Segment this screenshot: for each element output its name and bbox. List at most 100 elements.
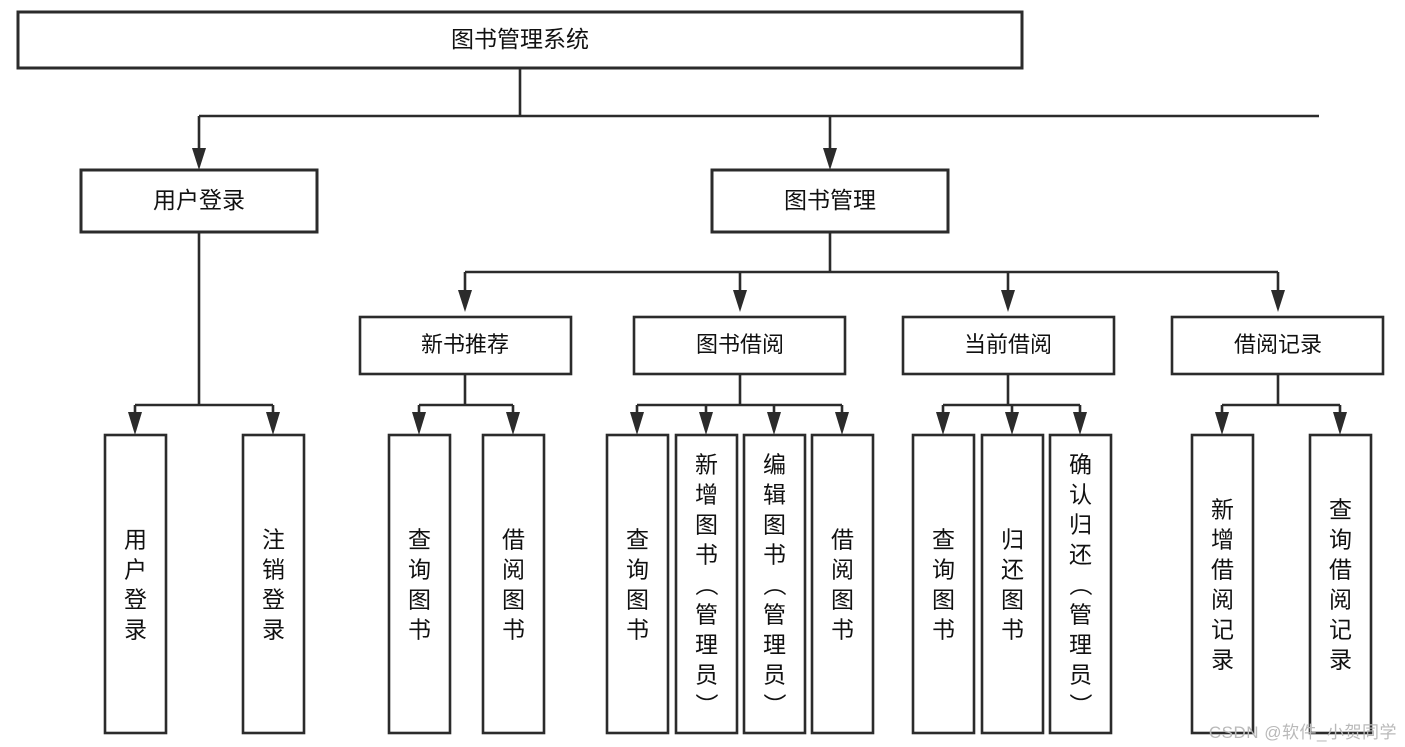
svg-text:图: 图: [626, 586, 649, 612]
leaf-query-record[interactable]: [1308, 433, 1373, 735]
svg-text:录: 录: [262, 616, 285, 642]
leaf-return-book[interactable]: [980, 433, 1045, 735]
svg-text:还: 还: [1001, 556, 1024, 582]
svg-text:借: 借: [1211, 556, 1234, 582]
leaf-confirm-return[interactable]: [1048, 433, 1113, 735]
connector-newbook-to-leaves: [412, 375, 520, 435]
svg-text:录: 录: [1211, 646, 1234, 672]
connector-currentborrow-to-leaves: [936, 375, 1087, 435]
node-current-borrow[interactable]: 当前借阅: [901, 315, 1116, 376]
svg-text:用: 用: [124, 526, 147, 552]
svg-text:确: 确: [1069, 451, 1092, 477]
svg-text:图: 图: [932, 586, 955, 612]
svg-text:辑: 辑: [763, 481, 786, 507]
svg-text:书: 书: [831, 616, 854, 642]
leaf-add-book[interactable]: [674, 433, 739, 735]
svg-text:员: 员: [695, 661, 718, 687]
node-borrow-record-label: 借阅记录: [1234, 332, 1322, 357]
svg-text:书: 书: [932, 616, 955, 642]
node-book-borrow-label: 图书借阅: [696, 332, 784, 357]
svg-text:还: 还: [1069, 541, 1092, 567]
svg-text:）: ）: [694, 693, 720, 716]
svg-text:书: 书: [695, 541, 718, 567]
svg-text:查: 查: [1329, 496, 1352, 522]
svg-text:阅: 阅: [1329, 586, 1352, 612]
leaf-borrow-book-1[interactable]: [481, 433, 546, 735]
node-borrow-record[interactable]: 借阅记录: [1170, 315, 1385, 376]
svg-text:记: 记: [1329, 616, 1352, 642]
svg-text:新: 新: [1211, 496, 1234, 522]
connector-bookmgmt-to-level3: [458, 232, 1285, 312]
svg-text:阅: 阅: [1211, 586, 1234, 612]
connector-borrowrecord-to-leaves: [1215, 375, 1347, 435]
leaf-logout-login[interactable]: [241, 433, 306, 735]
leaf-query-book-3[interactable]: [911, 433, 976, 735]
connector-root-to-level2: [192, 68, 1319, 170]
svg-text:查: 查: [408, 526, 431, 552]
svg-text:增: 增: [1211, 526, 1234, 552]
svg-text:员: 员: [1069, 661, 1092, 687]
svg-text:书: 书: [763, 541, 786, 567]
node-book-management[interactable]: 图书管理: [710, 168, 950, 234]
leaf-add-record[interactable]: [1190, 433, 1255, 735]
node-new-book-recommend[interactable]: 新书推荐: [358, 315, 573, 376]
leaf-label-layer: 用户登录注销登录查询图书借阅图书查询图书新增图书（管理员）编辑图书（管理员）借阅…: [124, 451, 1352, 716]
node-root[interactable]: 图书管理系统: [16, 10, 1024, 70]
leaf-borrow-book-2[interactable]: [810, 433, 875, 735]
svg-text:图: 图: [502, 586, 525, 612]
svg-text:注: 注: [262, 526, 285, 552]
svg-text:管: 管: [1069, 601, 1092, 627]
svg-text:阅: 阅: [502, 556, 525, 582]
svg-text:书: 书: [1001, 616, 1024, 642]
node-root-label: 图书管理系统: [451, 26, 589, 52]
svg-text:记: 记: [1211, 616, 1234, 642]
svg-text:认: 认: [1069, 481, 1092, 507]
svg-text:图: 图: [831, 586, 854, 612]
svg-text:询: 询: [626, 556, 649, 582]
svg-text:书: 书: [626, 616, 649, 642]
node-book-borrow[interactable]: 图书借阅: [632, 315, 847, 376]
svg-text:图: 图: [1001, 586, 1024, 612]
node-book-management-label: 图书管理: [784, 187, 876, 213]
svg-text:（: （: [762, 573, 788, 596]
svg-text:登: 登: [262, 586, 285, 612]
svg-text:归: 归: [1001, 526, 1024, 552]
svg-text:（: （: [1068, 573, 1094, 596]
csdn-watermark: CSDN @软件_小贺同学: [1208, 723, 1397, 742]
svg-text:借: 借: [831, 526, 854, 552]
leaf-query-book-1[interactable]: [387, 433, 452, 735]
svg-text:）: ）: [1068, 693, 1094, 716]
connector-userlogin-to-leaves: [128, 232, 280, 435]
leaf-query-book-2[interactable]: [605, 433, 670, 735]
node-current-borrow-label: 当前借阅: [964, 332, 1052, 357]
leaf-user-login[interactable]: [103, 433, 168, 735]
svg-text:书: 书: [502, 616, 525, 642]
svg-text:理: 理: [763, 631, 786, 657]
svg-text:书: 书: [408, 616, 431, 642]
node-new-book-recommend-label: 新书推荐: [421, 332, 509, 357]
svg-text:录: 录: [124, 616, 147, 642]
svg-text:图: 图: [408, 586, 431, 612]
svg-text:管: 管: [695, 601, 718, 627]
svg-text:户: 户: [124, 556, 147, 582]
svg-text:登: 登: [124, 586, 147, 612]
svg-text:理: 理: [1069, 631, 1092, 657]
svg-text:（: （: [694, 573, 720, 596]
svg-text:询: 询: [408, 556, 431, 582]
leaf-edit-book[interactable]: [742, 433, 807, 735]
svg-text:图: 图: [763, 511, 786, 537]
svg-text:阅: 阅: [831, 556, 854, 582]
node-user-login[interactable]: 用户登录: [79, 168, 319, 234]
